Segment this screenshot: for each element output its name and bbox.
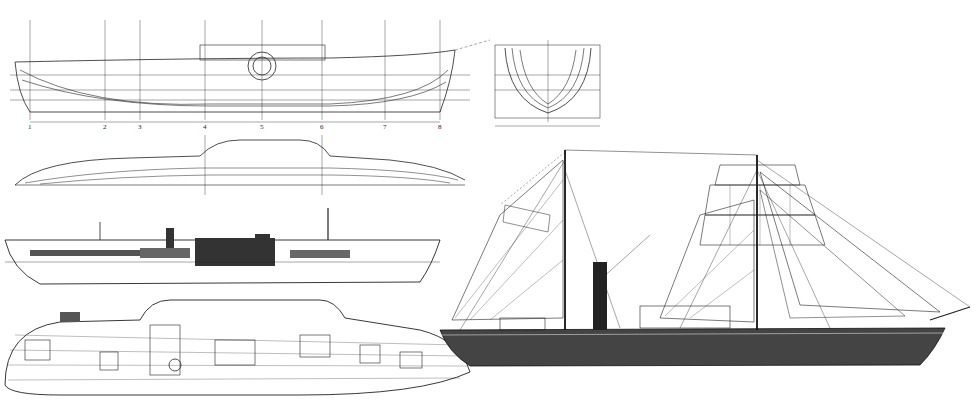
sail-plan [440, 150, 970, 366]
station-number: 5 [259, 123, 265, 131]
outboard-profile [5, 208, 440, 284]
lines-profile [10, 20, 490, 122]
station-number: 3 [137, 123, 143, 131]
station-number: 8 [437, 123, 443, 131]
deck-plan [5, 300, 470, 395]
station-number: 1 [27, 123, 33, 131]
station-number: 4 [202, 123, 208, 131]
station-number: 7 [382, 123, 388, 131]
station-number: 2 [102, 123, 108, 131]
body-plan [495, 40, 600, 126]
station-number: 6 [319, 123, 325, 131]
half-breadth-plan [15, 135, 465, 195]
